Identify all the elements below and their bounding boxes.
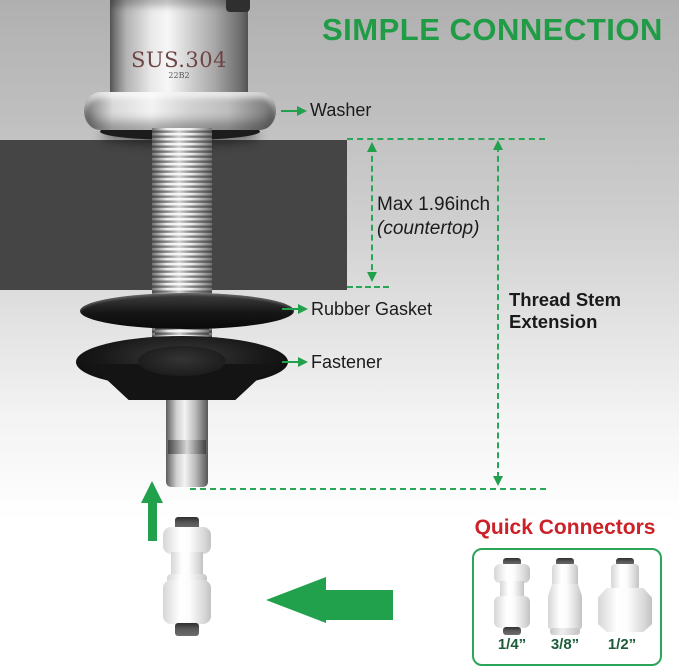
- connector-three-eighths-figure: [548, 558, 582, 636]
- fastener-label: Fastener: [311, 352, 383, 372]
- faucet-top-detail: [226, 0, 250, 12]
- arrowhead-up-icon: [493, 140, 503, 150]
- page-title: SIMPLE CONNECTION: [322, 12, 663, 47]
- arrow-up-shaft: [148, 502, 157, 541]
- connector-top: [611, 564, 639, 590]
- connector-quarter-inch-figure: [494, 558, 530, 636]
- dashed-line-countertop-top: [347, 138, 545, 140]
- washer-part: [84, 92, 276, 130]
- connector-shoulder: [548, 584, 582, 596]
- size-label-quarter: 1/4”: [497, 636, 527, 653]
- connector-collet: [503, 627, 521, 635]
- quick-connectors-title: Quick Connectors: [474, 516, 656, 539]
- connector-body: [548, 594, 582, 630]
- size-label-three-eighths: 3/8”: [550, 636, 580, 653]
- connector-half-inch-figure: [598, 558, 652, 636]
- connector-body: [163, 580, 211, 624]
- connector-cap: [494, 564, 530, 583]
- size-label-half: 1/2”: [607, 636, 637, 653]
- connector-neck: [500, 581, 524, 598]
- faucet-body: [110, 0, 248, 97]
- fastener-hub: [138, 346, 226, 376]
- arrow-left-icon: [266, 577, 326, 623]
- leader-line: [282, 308, 298, 310]
- connector-collet: [503, 558, 521, 566]
- leader-arrow-icon: [298, 357, 308, 367]
- connector-collet: [175, 623, 199, 636]
- stem-outlet: [166, 392, 208, 487]
- leader-arrow-icon: [298, 304, 308, 314]
- washer-label: Washer: [310, 100, 372, 120]
- arrow-up-icon: [141, 481, 163, 503]
- connector-base-ring: [550, 628, 580, 635]
- connector-neck: [171, 552, 203, 577]
- arrowhead-down-icon: [493, 476, 503, 486]
- leader-arrow-icon: [297, 106, 307, 116]
- max-height-value: Max 1.96inch: [377, 194, 491, 215]
- dashed-line-countertop-bottom: [347, 286, 389, 288]
- max-height-label: Max 1.96inch (countertop): [377, 193, 490, 241]
- thread-stem-extension-label: Thread Stem Extension: [509, 289, 622, 333]
- steel-grade-engraving: SUS.304: [131, 48, 227, 72]
- max-height-context: (countertop): [377, 217, 480, 239]
- arrowhead-down-icon: [367, 272, 377, 282]
- dashed-line-stem-bottom: [190, 488, 546, 490]
- connector-collet: [556, 558, 574, 566]
- quick-connector-figure: [161, 517, 213, 637]
- arrow-left-shaft: [325, 590, 393, 620]
- arrowhead-up-icon: [367, 142, 377, 152]
- connector-hex-nut: [598, 588, 652, 632]
- dashed-line-thread-extension: [497, 146, 499, 478]
- connector-body: [494, 596, 530, 628]
- dashed-line-max-height: [371, 146, 373, 280]
- rubber-gasket-label: Rubber Gasket: [311, 299, 433, 319]
- quick-connectors-panel: 1/4” 3/8” 1/2”: [472, 548, 662, 666]
- connector-ridge: [167, 574, 207, 583]
- steel-grade-engraving-sub: 22B2: [168, 71, 190, 80]
- stem-groove: [168, 440, 206, 454]
- connector-cap: [163, 527, 211, 554]
- connector-collet: [616, 558, 634, 566]
- rubber-gasket-part: [80, 293, 294, 329]
- leader-line: [281, 110, 297, 112]
- leader-line: [282, 361, 298, 363]
- connector-collet: [175, 517, 199, 530]
